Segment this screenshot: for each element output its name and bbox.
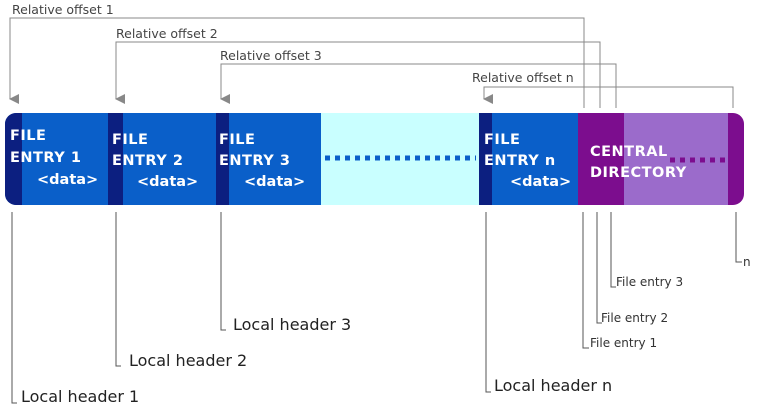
relative-offset-labels: Relative offset 1 Relative offset 2 Rela… [12,2,574,85]
local-header-2-leader [115,212,121,367]
file-entry-3-line1: FILE [219,132,255,148]
file-entry-n-body [479,113,578,205]
local-header-3-block [216,113,229,205]
central-directory-label: CENTRAL DIRECTORY [590,144,687,181]
relative-offset-3-label: Relative offset 3 [220,48,322,63]
file-entry-2-data: <data> [137,174,198,190]
central-directory-line2: DIRECTORY [590,165,687,181]
file-entry-n-line1: FILE [484,132,520,148]
local-header-3-leader [220,212,226,331]
file-entry-3-label: FILE ENTRY 3 <data> [219,132,305,190]
cd-file-entry-1-label: File entry 1 [590,336,657,350]
cd-entry-labels: File entry 1 File entry 2 File entry 3 n [590,255,751,350]
file-entry-2-body [108,113,216,205]
cd-file-entry-3-leader [610,212,616,288]
cd-file-entry-n-label: n [743,255,751,269]
local-header-leaders [11,212,491,404]
relative-offset-2-label: Relative offset 2 [116,26,218,41]
relative-offset-n-label: Relative offset n [472,70,574,85]
cd-file-entry-3-label: File entry 3 [616,275,683,289]
local-header-1-leader [11,212,17,404]
relative-offset-connectors [9,17,734,108]
local-header-3-label: Local header 3 [233,315,351,334]
file-entry-n-data: <data> [510,174,571,190]
local-header-n-leader [485,212,491,393]
relative-offset-n-line [483,86,734,108]
file-entry-3-data: <data> [244,174,305,190]
file-entry-1-line1: FILE [10,128,46,144]
relative-offset-1-line [9,17,585,108]
file-entry-1-body [5,113,108,205]
cd-file-entry-2-label: File entry 2 [601,311,668,325]
cd-file-entry-n-leader [735,212,742,263]
local-header-n-block [479,113,492,205]
file-entry-n-line2: ENTRY n [484,153,556,169]
file-entry-2-label: FILE ENTRY 2 <data> [112,132,198,190]
cd-file-entry-2-leader [596,212,602,324]
cd-file-entry-1-leader [582,212,589,349]
file-entry-n-label: FILE ENTRY n <data> [484,132,571,190]
local-header-labels: Local header 1 Local header 2 Local head… [21,315,612,406]
local-header-2-label: Local header 2 [129,351,247,370]
file-entry-3-body [216,113,321,205]
file-entry-3-line2: ENTRY 3 [219,153,290,169]
file-entry-1-data: <data> [37,172,98,188]
file-entry-2-line2: ENTRY 2 [112,153,183,169]
relative-offset-2-line [115,41,601,108]
file-entry-1-label: FILE ENTRY 1 <data> [10,128,98,188]
local-header-2-block [108,113,123,205]
relative-offset-1-label: Relative offset 1 [12,2,114,17]
relative-offset-3-line [220,63,617,108]
central-directory-line1: CENTRAL [590,144,668,160]
file-entry-2-line1: FILE [112,132,148,148]
file-entry-1-line2: ENTRY 1 [10,150,81,166]
local-header-1-block [5,113,22,205]
local-header-1-label: Local header 1 [21,387,139,406]
cd-entry-leaders [582,212,742,349]
zip-bar [5,113,744,205]
local-header-n-label: Local header n [494,376,612,395]
